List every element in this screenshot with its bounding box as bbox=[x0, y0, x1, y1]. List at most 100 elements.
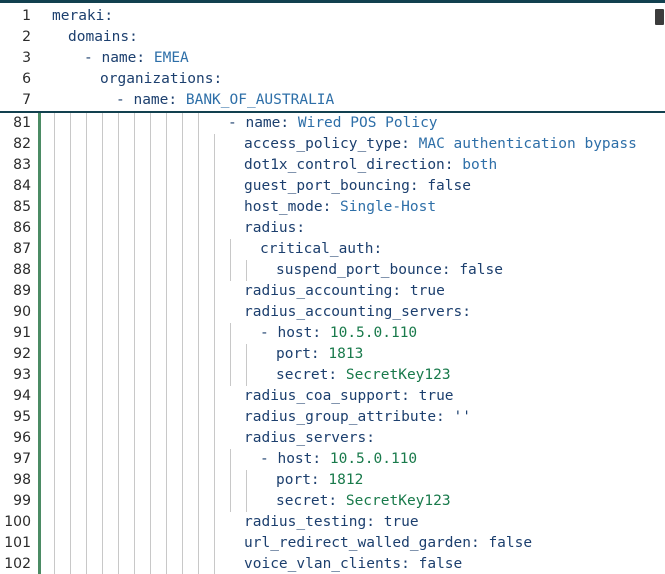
indent-guide bbox=[182, 134, 183, 155]
line-number: 90 bbox=[13, 304, 31, 320]
indent-guide bbox=[86, 260, 87, 281]
indent-guide bbox=[166, 512, 167, 533]
active-indent-guide bbox=[38, 407, 41, 428]
indent-guide bbox=[150, 407, 151, 428]
line-number: 92 bbox=[13, 346, 31, 362]
indent-guide bbox=[102, 512, 103, 533]
indent-guide bbox=[102, 533, 103, 554]
indent-guide bbox=[198, 197, 199, 218]
active-indent-guide bbox=[38, 365, 41, 386]
code-line-text: domains: bbox=[68, 27, 138, 48]
code-line-text: radius: bbox=[244, 218, 305, 239]
indent-guide bbox=[166, 197, 167, 218]
indent-guide bbox=[134, 386, 135, 407]
indent-guide bbox=[86, 470, 87, 491]
indent-guide bbox=[134, 491, 135, 512]
line-number: 97 bbox=[13, 451, 31, 467]
indent-guide bbox=[166, 491, 167, 512]
indent-guide bbox=[214, 365, 215, 386]
code-token: 10.5.0.110 bbox=[329, 451, 418, 467]
active-indent-guide bbox=[38, 470, 41, 491]
indent-guide bbox=[166, 470, 167, 491]
line-number: 84 bbox=[13, 178, 31, 194]
indent-guide bbox=[70, 260, 71, 281]
indent-guide bbox=[70, 470, 71, 491]
code-line[interactable]: 81- name: Wired POS Policy bbox=[0, 113, 665, 134]
indent-guide bbox=[54, 491, 55, 512]
indent-guide bbox=[134, 134, 135, 155]
folded-region-separator[interactable] bbox=[0, 111, 665, 113]
indent-guide bbox=[70, 365, 71, 386]
indent-guide bbox=[214, 134, 215, 155]
vertical-scrollbar-thumb[interactable] bbox=[655, 9, 664, 25]
code-token: false bbox=[459, 262, 503, 278]
code-line-text: radius_group_attribute: '' bbox=[244, 407, 471, 428]
indent-guide bbox=[102, 176, 103, 197]
indent-guide bbox=[86, 449, 87, 470]
vertical-scrollbar-track[interactable] bbox=[654, 6, 665, 574]
indent-guide bbox=[182, 407, 183, 428]
code-line[interactable]: 95 radius_group_attribute: '' bbox=[0, 407, 665, 428]
indent-guide bbox=[102, 407, 103, 428]
active-indent-guide bbox=[38, 218, 41, 239]
code-line[interactable]: 91- host: 10.5.0.110 bbox=[0, 323, 665, 344]
indent-guide bbox=[166, 218, 167, 239]
indent-guide bbox=[214, 239, 215, 260]
code-line-text: - name: BANK_OF_AUSTRALIA bbox=[116, 90, 334, 111]
indent-guide bbox=[166, 344, 167, 365]
indent-guide bbox=[150, 176, 151, 197]
indent-guide bbox=[118, 449, 119, 470]
code-line[interactable]: 7- name: BANK_OF_AUSTRALIA bbox=[0, 90, 665, 111]
indent-guide bbox=[198, 302, 199, 323]
indent-guide bbox=[102, 386, 103, 407]
code-line[interactable]: 3- name: EMEA bbox=[0, 48, 665, 69]
code-token: radius_testing: bbox=[244, 514, 384, 530]
code-line-text: access_policy_type: MAC authentication b… bbox=[244, 134, 637, 155]
indent-guide bbox=[70, 344, 71, 365]
indent-guide bbox=[70, 218, 71, 239]
indent-guide bbox=[182, 512, 183, 533]
indent-guide bbox=[102, 113, 103, 134]
line-number: 102 bbox=[4, 556, 31, 572]
code-token: true bbox=[409, 283, 445, 299]
code-token: host: bbox=[277, 451, 330, 467]
indent-guide bbox=[166, 176, 167, 197]
line-number: 83 bbox=[13, 157, 31, 173]
indent-guide bbox=[182, 302, 183, 323]
code-line[interactable]: 97- host: 10.5.0.110 bbox=[0, 449, 665, 470]
indent-guide bbox=[150, 344, 151, 365]
line-number: 95 bbox=[13, 409, 31, 425]
active-indent-guide bbox=[38, 239, 41, 260]
indent-guide bbox=[214, 554, 215, 574]
indent-guide bbox=[70, 281, 71, 302]
indent-guide bbox=[198, 533, 199, 554]
indent-guide bbox=[54, 449, 55, 470]
indent-guide bbox=[102, 218, 103, 239]
indent-guide bbox=[102, 470, 103, 491]
line-number: 96 bbox=[13, 430, 31, 446]
indent-guide bbox=[102, 239, 103, 260]
code-token: radius_accounting: bbox=[244, 283, 410, 299]
